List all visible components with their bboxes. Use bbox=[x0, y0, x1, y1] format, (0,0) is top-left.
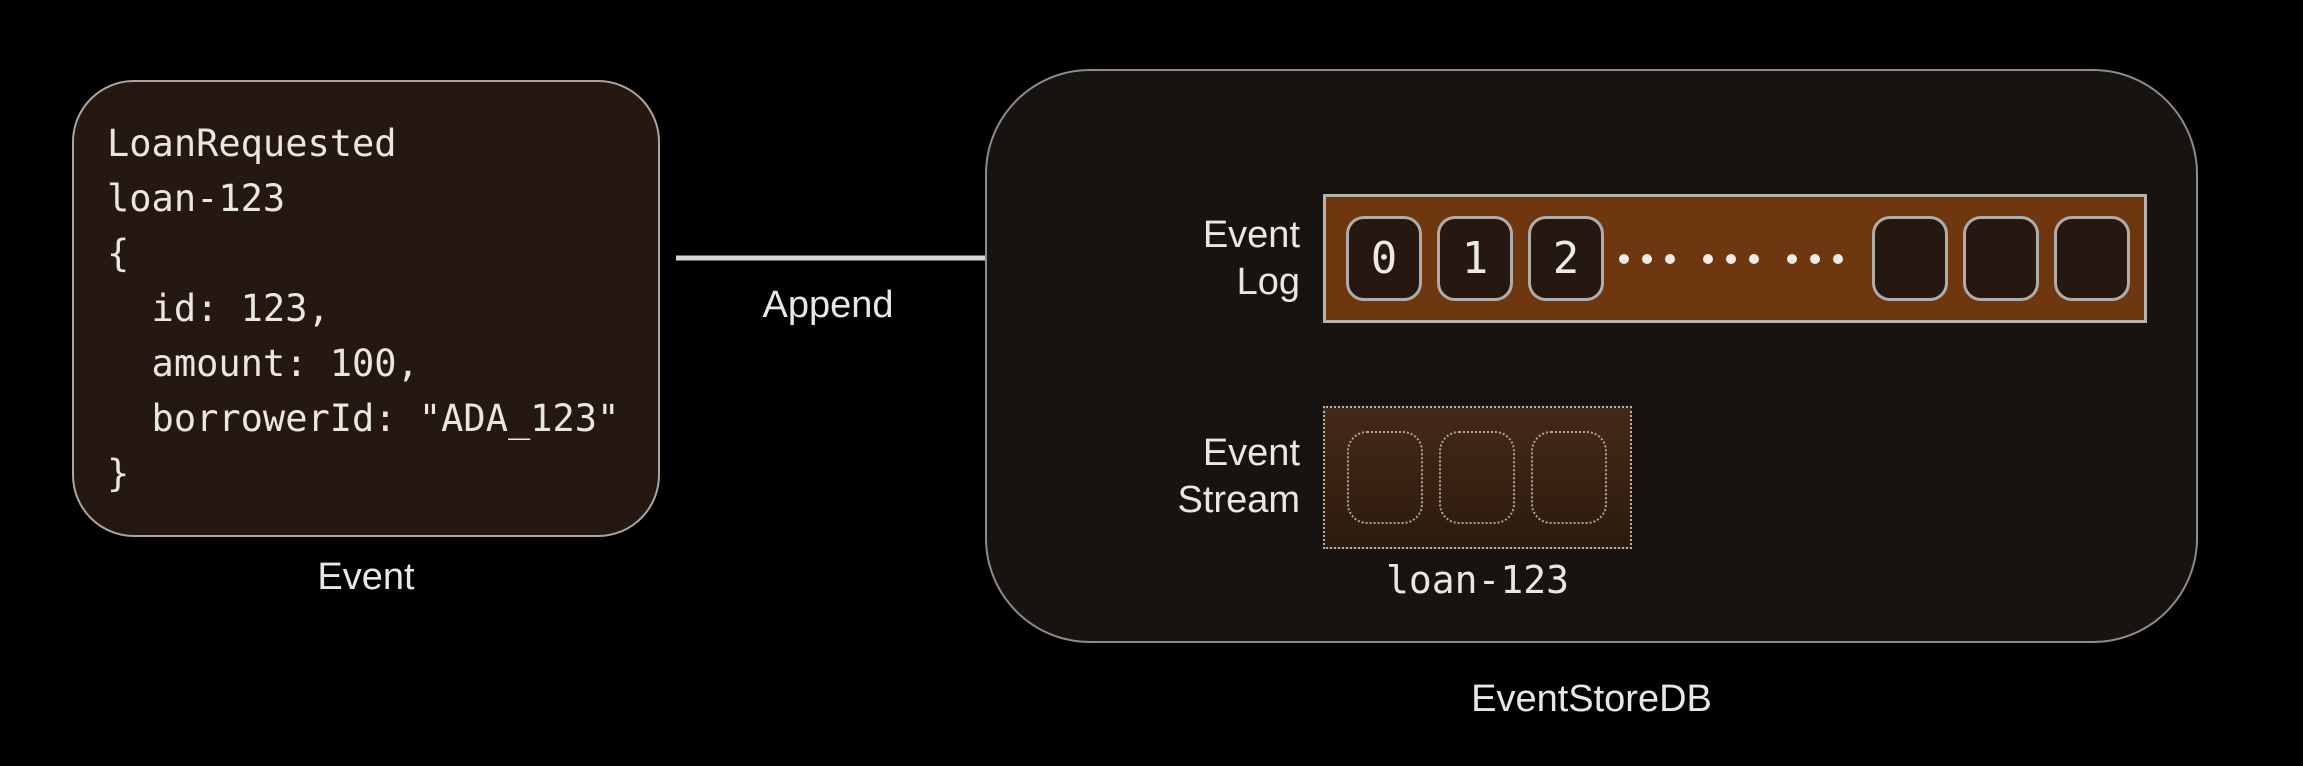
ellipsis-dot-icon bbox=[1642, 253, 1652, 264]
stream-cells bbox=[1347, 431, 1607, 524]
ellipsis-dot-icon bbox=[1749, 253, 1759, 264]
log-cell-empty bbox=[1872, 216, 1948, 301]
ellipsis-dot-icon bbox=[1787, 253, 1797, 264]
stream-cell-empty bbox=[1531, 431, 1607, 524]
ellipsis-dot-icon bbox=[1810, 253, 1820, 264]
ellipsis-dot-icon bbox=[1665, 253, 1675, 264]
event-log-label-line2: Log bbox=[1236, 261, 1300, 303]
eventstoredb-panel bbox=[985, 69, 2198, 643]
log-cell-empty bbox=[1963, 216, 2039, 301]
ellipsis-dot-icon bbox=[1703, 253, 1713, 264]
append-arrow-label: Append bbox=[762, 284, 894, 326]
eventstoredb-caption: EventStoreDB bbox=[1471, 678, 1712, 720]
log-ellipsis-dots bbox=[1619, 253, 1856, 264]
event-stream-label-line2: Stream bbox=[1177, 479, 1300, 521]
event-log-bar: 0 1 2 bbox=[1323, 194, 2147, 323]
event-stream-label-line1: Event bbox=[1202, 432, 1300, 474]
stream-cell-empty bbox=[1347, 431, 1423, 524]
event-card-caption: Event bbox=[317, 556, 415, 598]
log-cell-empty bbox=[2054, 216, 2130, 301]
log-empty-cells bbox=[1872, 216, 2130, 301]
event-card: LoanRequested loan-123 { id: 123, amount… bbox=[72, 80, 660, 537]
stream-cell-empty bbox=[1439, 431, 1515, 524]
ellipsis-dot-icon bbox=[1833, 253, 1843, 264]
event-log-label: Event Log bbox=[1040, 212, 1300, 306]
log-cell-2: 2 bbox=[1528, 216, 1604, 301]
event-stream-label: Event Stream bbox=[1040, 430, 1300, 524]
event-log-label-line1: Event bbox=[1202, 214, 1300, 256]
stream-name: loan-123 bbox=[1385, 558, 1570, 602]
log-cell-1: 1 bbox=[1437, 216, 1513, 301]
ellipsis-dot-icon bbox=[1619, 253, 1629, 264]
event-stream-box bbox=[1323, 406, 1632, 549]
ellipsis-dot-icon bbox=[1726, 253, 1736, 264]
log-cell-0: 0 bbox=[1346, 216, 1422, 301]
event-code: LoanRequested loan-123 { id: 123, amount… bbox=[107, 122, 620, 495]
